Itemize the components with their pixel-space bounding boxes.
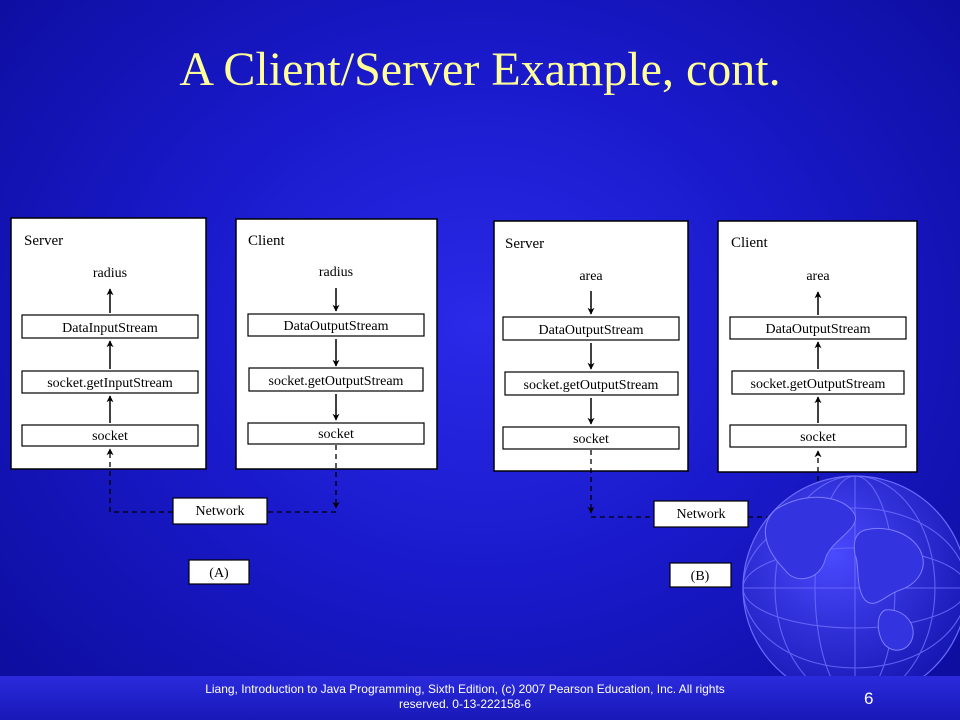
- footer-copyright: Liang, Introduction to Java Programming,…: [205, 682, 725, 711]
- slide-title: A Client/Server Example, cont.: [179, 43, 781, 96]
- diagram-a-server-panel: Server radius DataInputStream socket.get…: [10, 217, 207, 470]
- page-number: 6: [864, 689, 874, 708]
- client-socket-label: socket: [800, 430, 836, 445]
- diagram-a-client-panel: Client radius DataOutputStream socket.ge…: [235, 218, 438, 470]
- client-stream-label: DataOutputStream: [284, 319, 389, 334]
- diagram-label: (B): [691, 569, 710, 584]
- client-socket-label: socket: [318, 427, 354, 442]
- server-data-label: area: [579, 269, 603, 284]
- client-stream-label: DataOutputStream: [766, 322, 871, 337]
- server-socket-stream-label: socket.getOutputStream: [524, 378, 659, 393]
- client-heading: Client: [248, 233, 285, 249]
- diagram-b-client-panel: Client area DataOutputStream socket.getO…: [717, 220, 918, 473]
- server-heading: Server: [24, 233, 63, 249]
- server-socket-label: socket: [573, 432, 609, 447]
- server-socket-stream-label: socket.getInputStream: [47, 376, 173, 391]
- server-stream-label: DataOutputStream: [539, 323, 644, 338]
- globe-icon: [742, 475, 960, 680]
- diagram-b-server-panel: Server area DataOutputStream socket.getO…: [493, 220, 689, 472]
- client-data-label: radius: [319, 265, 353, 280]
- client-socket-stream-label: socket.getOutputStream: [269, 374, 404, 389]
- server-stream-label: DataInputStream: [62, 321, 158, 336]
- footer-bar: [0, 676, 960, 720]
- server-data-label: radius: [93, 266, 127, 281]
- network-label: Network: [677, 507, 726, 522]
- diagram-a-connectors: [106, 445, 340, 513]
- server-socket-label: socket: [92, 429, 128, 444]
- client-heading: Client: [731, 235, 768, 251]
- network-label: Network: [196, 504, 245, 519]
- diagram-label: (A): [209, 566, 229, 581]
- client-socket-stream-label: socket.getOutputStream: [751, 377, 886, 392]
- server-heading: Server: [505, 236, 544, 252]
- client-data-label: area: [806, 269, 830, 284]
